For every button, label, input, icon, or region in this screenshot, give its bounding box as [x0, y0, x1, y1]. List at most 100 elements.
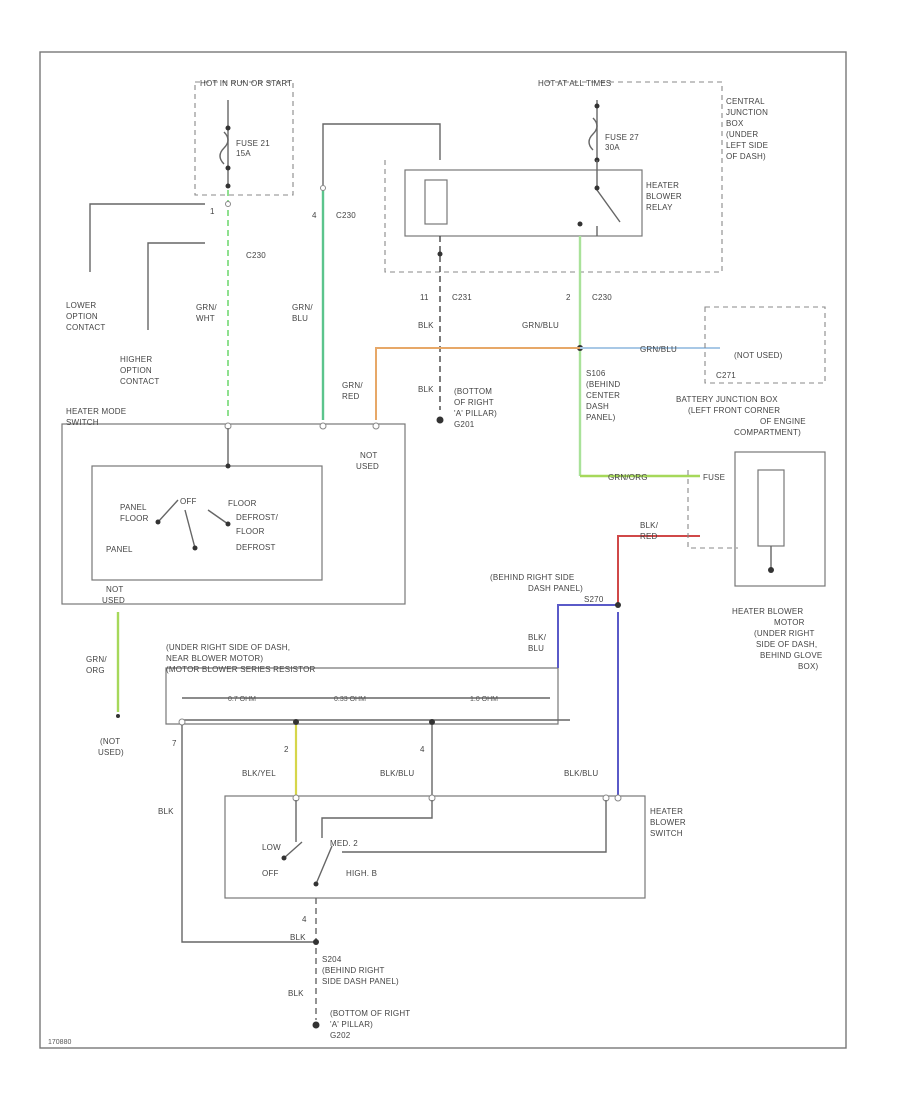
- s270-dot: [615, 602, 621, 608]
- label-central-jb-1: JUNCTION: [726, 108, 768, 117]
- mode-dot-1: [155, 519, 161, 525]
- label-sw-high: HIGH. B: [346, 869, 377, 878]
- label-not-used-4-1: USED): [98, 748, 124, 757]
- label-blk-yel: BLK/YEL: [242, 769, 276, 778]
- label-fuse21: FUSE 21: [236, 139, 270, 148]
- fuse21-symbol: [219, 131, 229, 165]
- battery-junction-box: [734, 451, 826, 587]
- label-grn-blu-1: BLU: [292, 314, 308, 323]
- label-s270: S270: [584, 595, 604, 604]
- label-c230-pin2: 2: [566, 293, 571, 302]
- label-s106-1: (BEHIND: [586, 380, 620, 389]
- mode-switch-inner: [91, 465, 323, 581]
- label-blk-3: BLK: [158, 807, 174, 816]
- label-hot-all-times: HOT AT ALL TIMES: [538, 79, 611, 88]
- label-s106-2: CENTER: [586, 391, 620, 400]
- label-not-used-1: (NOT USED): [734, 351, 783, 360]
- label-pin4: 4: [420, 745, 425, 754]
- relay-contact: [596, 160, 621, 236]
- label-c231-pin: 11: [420, 293, 429, 302]
- label-battery-jb-0: BATTERY JUNCTION BOX: [676, 395, 778, 404]
- label-g201-2: 'A' PILLAR): [454, 409, 497, 418]
- label-mode-floor-defrost-1: DEFROST/: [236, 513, 279, 522]
- label-central-jb-4: LEFT SIDE: [726, 141, 768, 150]
- fuse21-out-dot: [225, 183, 231, 189]
- mode-pin-c: [372, 422, 380, 430]
- label-c230-pin4: 4: [312, 211, 317, 220]
- label-mode-switch-1: SWITCH: [66, 418, 99, 427]
- sw-lines: [295, 800, 607, 853]
- label-blower-switch-0: HEATER: [650, 807, 683, 816]
- relay-contact-dot: [594, 185, 600, 191]
- heater-blower-relay-box: [404, 169, 643, 237]
- label-s106-0: S106: [586, 369, 606, 378]
- label-lower-2: CONTACT: [66, 323, 105, 332]
- label-grn-red-0: GRN/: [342, 381, 363, 390]
- sw-dot-1: [281, 855, 287, 861]
- label-s204-1: (BEHIND RIGHT: [322, 966, 385, 975]
- label-relay-2: RELAY: [646, 203, 673, 212]
- label-resistor-1: NEAR BLOWER MOTOR): [166, 654, 263, 663]
- label-battery-jb-1: (LEFT FRONT CORNER: [688, 406, 780, 415]
- heater-mode-switch-box: [61, 423, 406, 605]
- label-behind-rh-0: (BEHIND RIGHT SIDE: [490, 573, 574, 582]
- label-mode-defrost: DEFROST: [236, 543, 276, 552]
- label-grn-blu-3: GRN/BLU: [640, 345, 677, 354]
- label-motor-3: SIDE OF DASH,: [756, 640, 817, 649]
- res-pin-7: [178, 718, 186, 726]
- label-resistor-0: (UNDER RIGHT SIDE OF DASH,: [166, 643, 290, 652]
- wire-relay-top-loop: [322, 123, 441, 185]
- label-grn-org-2-1: ORG: [86, 666, 105, 675]
- label-not-used-2-1: USED: [356, 462, 379, 471]
- fuse21-bottom-dot: [225, 165, 231, 171]
- figure-id: 170880: [48, 1039, 71, 1046]
- label-c230-b: C230: [246, 251, 266, 260]
- label-grn-wht-1: WHT: [196, 314, 215, 323]
- label-grn-blu-0: GRN/: [292, 303, 313, 312]
- label-g201-3: G201: [454, 420, 475, 429]
- mode-feed-dot: [225, 463, 231, 469]
- label-s106-3: DASH: [586, 402, 609, 411]
- blower-motor-symbol: [757, 469, 785, 547]
- label-battery-jb-2: OF ENGINE: [760, 417, 806, 426]
- wire-blk-7: [181, 725, 316, 943]
- label-behind-rh-1: DASH PANEL): [528, 584, 583, 593]
- res-pin-4: [429, 719, 435, 725]
- label-lower-1: OPTION: [66, 312, 98, 321]
- label-grn-org: GRN/ORG: [608, 473, 648, 482]
- label-mode-panel: PANEL: [106, 545, 133, 554]
- blower-resistor-box: [165, 667, 559, 725]
- label-g202-1: 'A' PILLAR): [330, 1020, 373, 1029]
- label-resistor-2: (MOTOR BLOWER SERIES RESISTOR: [166, 665, 316, 674]
- label-c230-c: C230: [592, 293, 612, 302]
- label-blk-blu-1: BLU: [528, 644, 544, 653]
- label-relay-1: BLOWER: [646, 192, 682, 201]
- wire-blk-blu: [557, 604, 618, 668]
- mode-dot-3: [225, 521, 231, 527]
- g202-ground: [312, 1021, 320, 1029]
- sw-pin-d: [614, 794, 622, 802]
- label-sw-low: LOW: [262, 843, 281, 852]
- label-higher-0: HIGHER: [120, 355, 152, 364]
- label-motor-0: HEATER BLOWER: [732, 607, 803, 616]
- diagram-frame: [39, 51, 847, 1049]
- label-not-used-3-0: NOT: [106, 585, 124, 594]
- label-sw-off: OFF: [262, 869, 279, 878]
- label-blk-2: BLK: [418, 385, 434, 394]
- label-s106-4: PANEL): [586, 413, 616, 422]
- wire-grn-red: [375, 347, 580, 420]
- label-c230-a: C230: [336, 211, 356, 220]
- label-blk-blu-2: BLK/BLU: [380, 769, 414, 778]
- res-pin-2: [293, 719, 299, 725]
- label-ohm3: 1.0 OHM: [470, 696, 498, 703]
- label-not-used-2-0: NOT: [360, 451, 378, 460]
- fuse21-top-dot: [225, 125, 231, 131]
- label-blk-5: BLK: [288, 989, 304, 998]
- label-g201-1: OF RIGHT: [454, 398, 494, 407]
- motor-ground-dot: [768, 567, 774, 573]
- dashed-connector: [687, 470, 738, 549]
- label-ohm1: 0.7 OHM: [228, 696, 256, 703]
- label-c231: C231: [452, 293, 472, 302]
- c231-dot: [437, 251, 443, 257]
